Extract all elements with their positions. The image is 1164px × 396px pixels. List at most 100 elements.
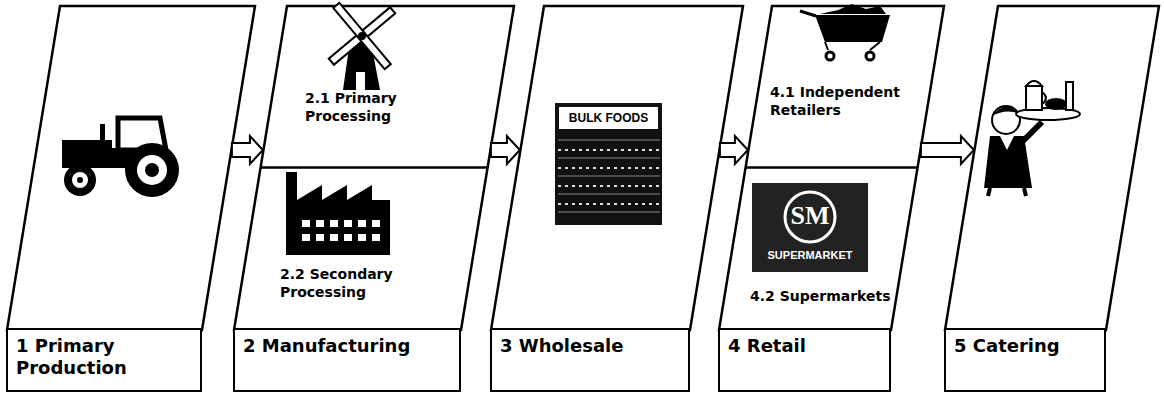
node-text: 2 Manufacturing [243,335,451,357]
waiter-icon-part [1042,92,1046,104]
bulk-foods-photo-part-part [558,149,660,151]
node-text: 4 Retail [728,335,881,357]
sub-stage-label: 2.1 Primary Processing [305,89,430,125]
bulk-foods-photo [555,103,662,225]
waiter-icon-part [984,136,1032,188]
shopping-cart-icon-part [866,52,874,60]
stage-label-box: 1 Primary Production [6,328,202,392]
waiter-icon-part [1026,86,1042,110]
factory-icon-part [286,212,390,255]
sub-stage: 2.2 Secondary Processing [233,165,515,330]
shopping-cart-icon-part [870,42,880,50]
panel-outline [6,5,256,332]
stage-label-box: 3 Wholesale [490,328,690,392]
flow-arrow [491,136,520,164]
tractor-icon-part [62,148,166,168]
stage-panel: 3 Wholesale [490,5,744,392]
node-text: 4.1 Independent Retailers [770,83,930,119]
windmill-icon-part-part [333,3,391,69]
factory-icon-part [297,185,390,212]
stage-panel: 2 Manufacturing 2.1 Primary Processing 2.2… [233,5,515,392]
stage-panel: 4 Retail 4.1 Independent Retailers 4.2 Sup… [718,5,945,392]
bulk-foods-photo-part-part [558,140,660,141]
panel-divider [260,166,488,169]
factory-icon-part-part [316,234,324,241]
bulk-foods-photo-part-part [558,185,660,187]
shopping-cart-icon [800,4,890,60]
shopping-cart-icon-part [820,4,886,14]
tractor-icon-part [64,164,96,196]
shopping-cart-icon-part [815,15,890,42]
panel-outline [490,5,744,332]
factory-icon-part-part [330,234,338,241]
shopping-cart-icon-part [825,42,828,50]
stage-label-box: 4 Retail [718,328,891,392]
panel-divider [745,166,918,169]
shopping-cart-icon-part [800,11,816,16]
tractor-icon-part [100,124,105,144]
node-text: 1 Primary Production [16,335,192,378]
factory-icon-part-part [358,220,366,227]
factory-icon-part-part [302,220,310,227]
waiter-icon-part [992,106,1020,116]
waiter-icon-part [992,106,1020,134]
sub-stage-label: 4.1 Independent Retailers [770,83,930,119]
waiter-icon-part [1024,188,1026,196]
flow-arrow [921,136,974,164]
node-text: 2.2 Secondary Processing [280,265,412,301]
supermarket-logo-part [752,183,868,272]
tractor-icon-part [137,155,167,185]
parallelogram-panel [945,6,1159,330]
stage-panel: 1 Primary Production [6,5,256,392]
windmill-icon-part [345,30,376,50]
windmill-icon-part [306,0,419,92]
panel-outline [718,5,945,332]
tractor-icon [62,118,179,197]
windmill-icon-part-part [329,7,395,65]
waiter-icon-part [1045,98,1067,110]
node-text: 4.2 Supermarkets [750,287,900,305]
windmill-icon-part [356,72,365,90]
stage-panel: 5 Catering [944,5,1160,392]
bulk-foods-photo-part-part [558,176,660,177]
supermarket-logo-part [785,192,835,242]
sub-stage: 2.1 Primary Processing [233,5,515,163]
tractor-icon-part [72,172,88,188]
node-text: 3 Wholesale [500,335,680,357]
waiter-icon-part [1026,81,1042,86]
bulk-foods-photo-part-part [558,203,660,205]
tractor-icon-part [145,163,159,177]
waiter-icon-part [1022,122,1042,142]
factory-icon-part-part [358,234,366,241]
flow-arrow [232,136,263,164]
bulk-foods-photo-part [558,150,660,204]
parallelogram-panel [234,6,514,330]
windmill-icon [306,0,419,92]
factory-icon-part-part [330,220,338,227]
parallelogram-panel [491,6,743,330]
factory-icon-part-part [344,220,352,227]
node-text: 2.1 Primary Processing [305,89,430,125]
sub-stage-label: 2.2 Secondary Processing [280,265,412,301]
tractor-icon-part [77,177,83,183]
bulk-foods-photo-part [555,103,662,225]
bulk-foods-photo-part-part [558,158,660,159]
supermarket-logo [752,183,868,272]
waiter-icon-part [1066,82,1073,110]
parallelogram-panel [7,6,255,330]
panel-outline [233,5,515,332]
waiter-icon-part [1016,108,1080,120]
bulk-foods-photo-part-part [558,167,660,169]
factory-icon-part-part [372,220,380,227]
stage-label-box: 2 Manufacturing [233,328,461,392]
tractor-icon-part [62,140,112,152]
factory-icon-part [302,220,380,241]
sub-stage: 4.2 Supermarkets [718,165,945,330]
bulk-foods-photo-part [558,140,660,212]
bulk-foods-photo-part-part [558,212,660,213]
factory-icon-part-part [302,234,310,241]
parallelogram-panel [719,6,944,330]
node-text: 5 Catering [954,335,1096,357]
